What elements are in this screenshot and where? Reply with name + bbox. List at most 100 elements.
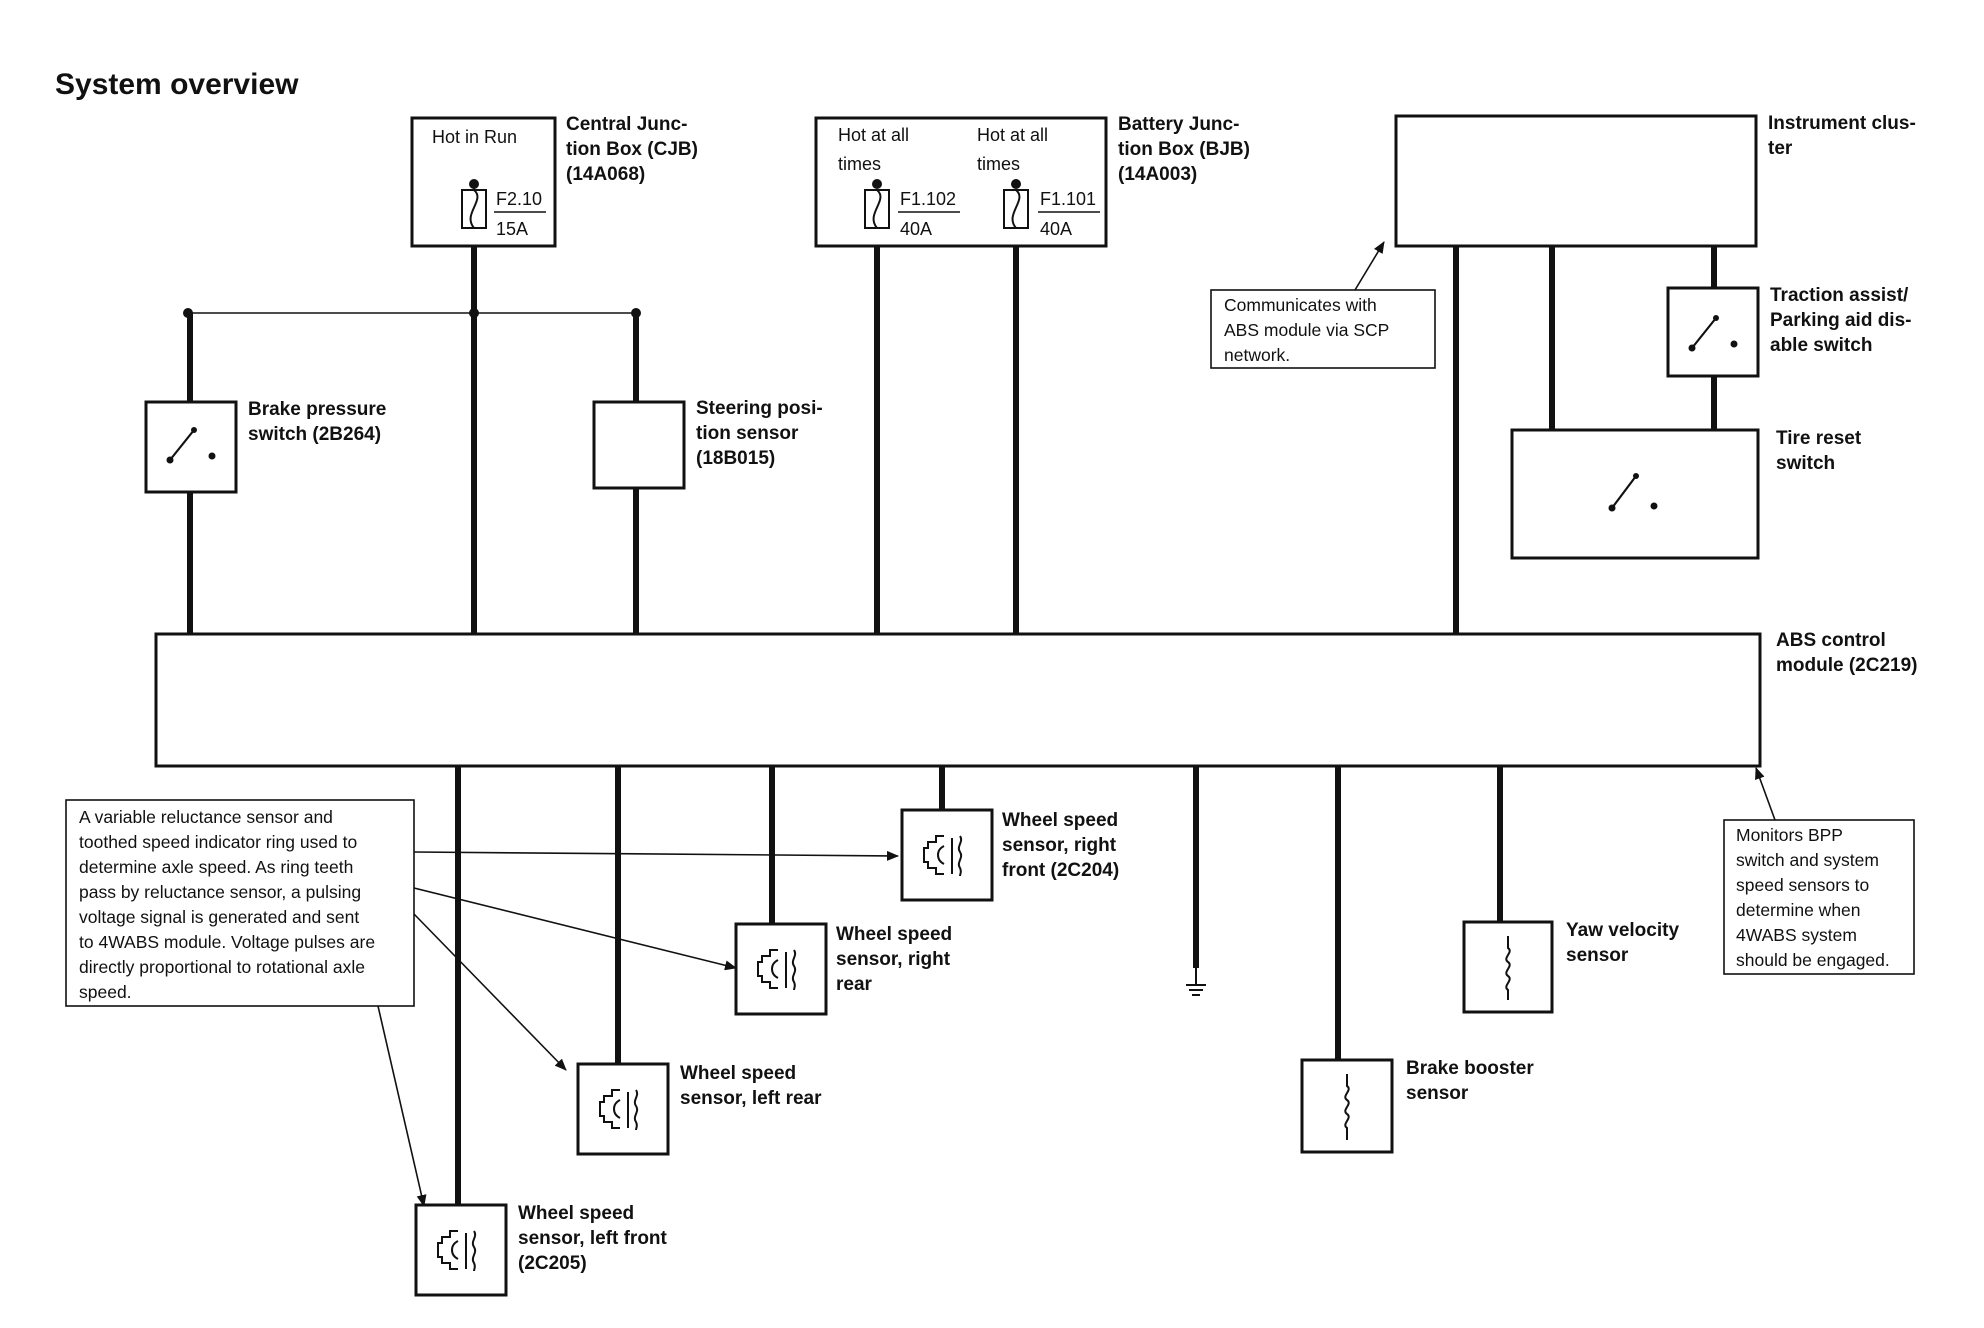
wheel-sensor-left-rear [576,1062,670,1156]
svg-text:Traction assist/: Traction assist/ [1770,285,1909,306]
svg-text:Wheel speed: Wheel speed [836,924,952,945]
wiring [183,246,1717,1205]
svg-text:Wheel speed: Wheel speed [518,1203,634,1224]
svg-text:Monitors BPP: Monitors BPP [1736,825,1843,845]
svg-text:sensor: sensor [1566,945,1629,966]
svg-text:tion sensor: tion sensor [696,423,799,444]
svg-text:sensor, right: sensor, right [836,949,951,970]
scp-note: Communicates with ABS module via SCP net… [1210,241,1436,369]
reluctance-note: A variable reluctance sensor and toothed… [65,799,415,1007]
tire-reset-label: Tire reset switch [1776,428,1862,474]
ground-icon [1186,968,1206,996]
svg-text:(14A068): (14A068) [566,164,645,185]
reluctance-sensor-icon [923,835,963,877]
brake-pressure-switch [144,400,238,494]
yaw-sensor-label: Yaw velocity sensor [1566,920,1679,966]
svg-text:should be engaged.: should be engaged. [1736,950,1890,970]
steering-position-sensor [592,400,686,490]
booster-sensor-label: Brake booster sensor [1406,1058,1534,1104]
wheel-sensor-left-front-label: Wheel speed sensor, left front (2C205) [518,1203,668,1274]
svg-text:F1.102: F1.102 [900,189,956,209]
svg-text:Brake booster: Brake booster [1406,1058,1534,1079]
battery-junction-box: Hot at all times Hot at all times F1.102… [814,116,1108,248]
reluctance-sensor-icon [437,1230,477,1272]
svg-text:Hot at all: Hot at all [838,125,909,145]
svg-text:pass by reluctance sensor, a p: pass by reluctance sensor, a pulsing [79,882,361,902]
svg-text:determine when: determine when [1736,900,1861,920]
traction-assist-switch [1666,286,1760,378]
svg-text:tion Box (CJB): tion Box (CJB) [566,139,698,160]
tire-reset-switch [1510,428,1760,560]
svg-text:(2C205): (2C205) [518,1253,587,1274]
svg-text:ABS module via SCP: ABS module via SCP [1224,320,1389,340]
svg-text:determine axle speed. As ring: determine axle speed. As ring teeth [79,857,353,877]
svg-text:40A: 40A [1040,219,1072,239]
brake-pressure-label: Brake pressure switch (2B264) [248,399,386,445]
cjb-fuse-id: F2.10 [496,189,542,209]
svg-text:to 4WABS module. Voltage pulse: to 4WABS module. Voltage pulses are [79,932,375,952]
bjb-label: Battery Junc- tion Box (BJB) (14A003) [1118,114,1250,185]
yaw-velocity-sensor [1462,920,1554,1014]
svg-text:tion Box (BJB): tion Box (BJB) [1118,139,1250,160]
brake-booster-sensor [1300,1058,1394,1154]
svg-text:ABS control: ABS control [1776,630,1886,651]
svg-text:(18B015): (18B015) [696,448,775,469]
svg-text:switch: switch [1776,453,1835,474]
reluctance-arrows [377,850,899,1207]
abs-control-module [154,632,1762,768]
instrument-cluster-label: Instrument clus- ter [1768,113,1916,159]
reluctance-sensor-icon [757,949,797,991]
central-junction-box: Hot in Run F2.10 15A [410,116,557,248]
svg-text:ter: ter [1768,138,1793,159]
svg-text:switch and system: switch and system [1736,850,1879,870]
svg-text:front (2C204): front (2C204) [1002,860,1119,881]
svg-text:network.: network. [1224,345,1290,365]
coil-icon [1344,1074,1350,1140]
fuse-icon [461,189,487,229]
cjb-fuse-rating: 15A [496,219,528,239]
svg-text:(14A003): (14A003) [1118,164,1197,185]
svg-text:Wheel speed: Wheel speed [680,1063,796,1084]
wheel-sensor-right-front [900,808,994,902]
abs-module-label: ABS control module (2C219) [1776,630,1917,676]
svg-text:speed sensors to: speed sensors to [1736,875,1869,895]
monitor-note: Monitors BPP switch and system speed sen… [1723,767,1915,975]
fuse-icon [1003,189,1029,229]
cjb-label: Central Junc- tion Box (CJB) (14A068) [566,114,698,185]
svg-text:rear: rear [836,974,873,995]
svg-text:times: times [977,154,1020,174]
svg-text:sensor, left front: sensor, left front [518,1228,668,1249]
svg-text:sensor, right: sensor, right [1002,835,1117,856]
switch-icon [1688,315,1738,352]
svg-text:times: times [838,154,881,174]
wheel-sensor-left-rear-label: Wheel speed sensor, left rear [680,1063,822,1109]
traction-switch-label: Traction assist/ Parking aid dis- able s… [1770,285,1911,356]
svg-text:Tire reset: Tire reset [1776,428,1862,449]
svg-text:Brake pressure: Brake pressure [248,399,386,420]
svg-text:voltage signal is generated an: voltage signal is generated and sent [79,907,359,927]
cjb-feed-label: Hot in Run [432,127,517,147]
svg-text:module (2C219): module (2C219) [1776,655,1917,676]
wheel-sensor-left-front [414,1203,508,1297]
svg-text:Communicates with: Communicates with [1224,295,1377,315]
page-title: System overview [55,68,299,101]
reluctance-sensor-icon [599,1089,639,1131]
svg-text:Battery Junc-: Battery Junc- [1118,114,1239,135]
svg-text:Yaw velocity: Yaw velocity [1566,920,1679,941]
steering-sensor-label: Steering posi- tion sensor (18B015) [696,398,823,469]
svg-text:toothed speed indicator ring u: toothed speed indicator ring used to [79,832,357,852]
svg-text:Hot at all: Hot at all [977,125,1048,145]
svg-text:directly proportional to rotat: directly proportional to rotational axle [79,957,365,977]
coil-icon [1505,936,1511,1000]
svg-text:Wheel speed: Wheel speed [1002,810,1118,831]
wheel-sensor-right-front-label: Wheel speed sensor, right front (2C204) [1002,810,1119,881]
wheel-sensor-right-rear-label: Wheel speed sensor, right rear [836,924,952,995]
svg-text:40A: 40A [900,219,932,239]
svg-text:A variable reluctance sensor a: A variable reluctance sensor and [79,807,333,827]
svg-text:Steering posi-: Steering posi- [696,398,823,419]
svg-text:4WABS system: 4WABS system [1736,925,1857,945]
svg-text:F1.101: F1.101 [1040,189,1096,209]
svg-text:Instrument clus-: Instrument clus- [1768,113,1916,134]
switch-icon [166,427,216,464]
